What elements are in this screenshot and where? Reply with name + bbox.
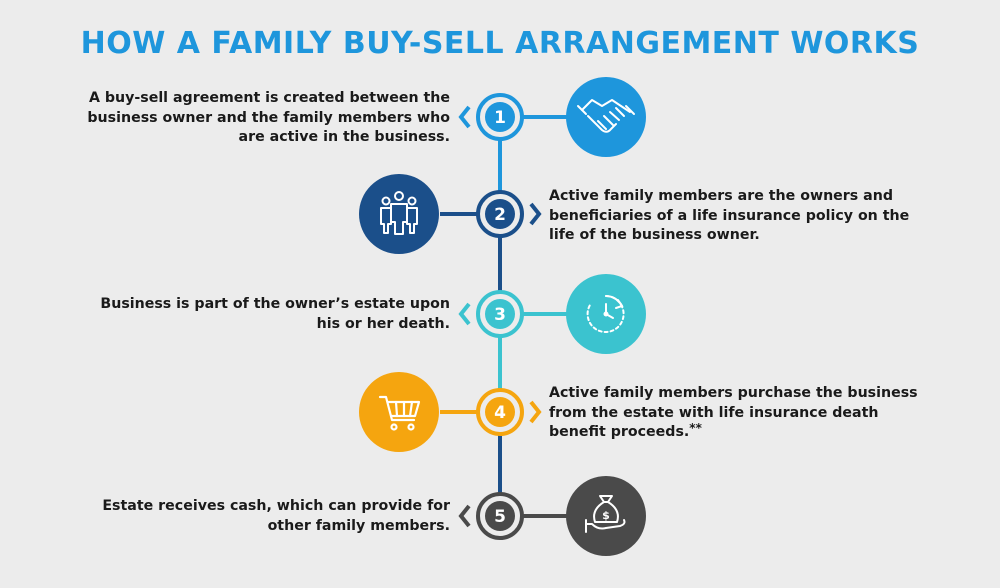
step-5-node: 5 (458, 492, 570, 540)
money-bag-hand-icon: $ (566, 476, 646, 556)
shopping-cart-icon (359, 372, 439, 452)
handshake-icon (566, 77, 646, 157)
footnote-mark: ** (689, 421, 702, 435)
step-3-number: 3 (494, 305, 506, 325)
step-1-text: A buy-sell agreement is created between … (87, 90, 450, 145)
page-title: HOW A FAMILY BUY-SELL ARRANGEMENT WORKS (80, 26, 920, 61)
step-5-number: 5 (494, 507, 506, 527)
step-4-number: 4 (494, 403, 506, 423)
step-4-node: 4 (440, 388, 542, 436)
step-3-text: Business is part of the owner’s estate u… (100, 296, 450, 332)
step-2-node: 2 (440, 190, 542, 238)
svg-text:$: $ (602, 509, 610, 522)
step-2-number: 2 (494, 205, 506, 225)
step-1-node: 1 (458, 93, 570, 141)
step-4-text: Active family members purchase the busin… (549, 385, 918, 440)
step-1-number: 1 (494, 108, 506, 128)
step-3-node: 3 (458, 290, 570, 338)
step-2-text: Active family members are the owners and… (549, 188, 910, 243)
step-5-text: Estate receives cash, which can provide … (102, 498, 450, 534)
clock-icon (566, 274, 646, 354)
family-group-icon (359, 174, 439, 254)
